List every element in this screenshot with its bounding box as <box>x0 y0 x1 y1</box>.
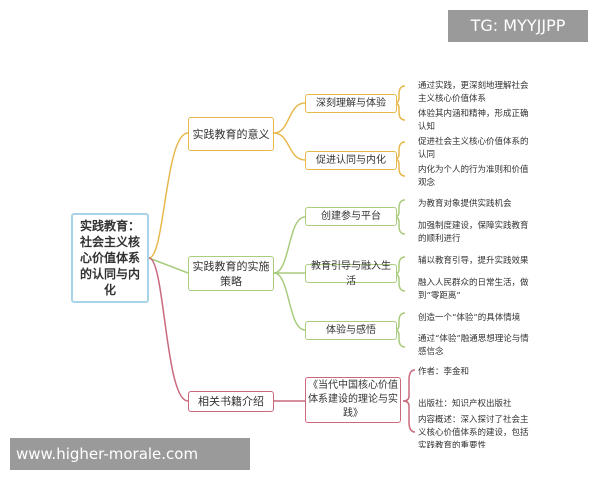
node-internalize[interactable]: 促进认同与内化 <box>305 151 397 170</box>
root-node[interactable]: 实践教育：社会主义核心价值体系的认同与内化 <box>71 213 149 303</box>
watermark-top: TG: MYYJJPP <box>448 10 588 42</box>
leaf: 作者：李金和 <box>418 367 470 377</box>
node-platform[interactable]: 创建参与平台 <box>305 207 397 226</box>
leaf: 为教育对象提供实践机会 <box>418 199 512 209</box>
leaf: 辅以教育引导，提升实践效果 <box>418 256 529 266</box>
leaf: 通过实践，更深刻地理解社会主义核心价值体系 <box>418 81 529 104</box>
node-experience[interactable]: 体验与感悟 <box>305 321 397 340</box>
node-book-title[interactable]: 《当代中国核心价值体系建设的理论与实践》 <box>305 377 401 423</box>
leaf: 加强制度建设，保障实践教育的顺利进行 <box>418 221 529 244</box>
leaf: 通过“体验”融通思想理论与情感信念 <box>418 334 529 357</box>
leaf: 内容概述：深入探讨了社会主义核心价值体系的建设，包括实践教育的重要性 <box>418 415 529 448</box>
watermark-bottom: www.higher-morale.com <box>10 438 250 470</box>
leaf: 体验其内涵和精神，形成正确认知 <box>418 109 529 132</box>
leaf: 促进社会主义核心价值体系的认同 <box>418 137 529 160</box>
leaf: 融入人民群众的日常生活，做到“零距离” <box>418 278 529 301</box>
leaf: 出版社：知识产权出版社 <box>418 399 512 409</box>
branch-books[interactable]: 相关书籍介绍 <box>188 391 274 412</box>
node-guidance[interactable]: 教育引导与融入生活 <box>305 261 397 287</box>
node-understanding[interactable]: 深刻理解与体验 <box>305 94 397 113</box>
branch-strategy[interactable]: 实践教育的实施策略 <box>188 256 274 291</box>
leaf: 内化为个人的行为准则和价值观念 <box>418 165 529 188</box>
branch-meaning[interactable]: 实践教育的意义 <box>188 117 274 151</box>
leaf: 创造一个“体验”的具体情境 <box>418 313 521 323</box>
